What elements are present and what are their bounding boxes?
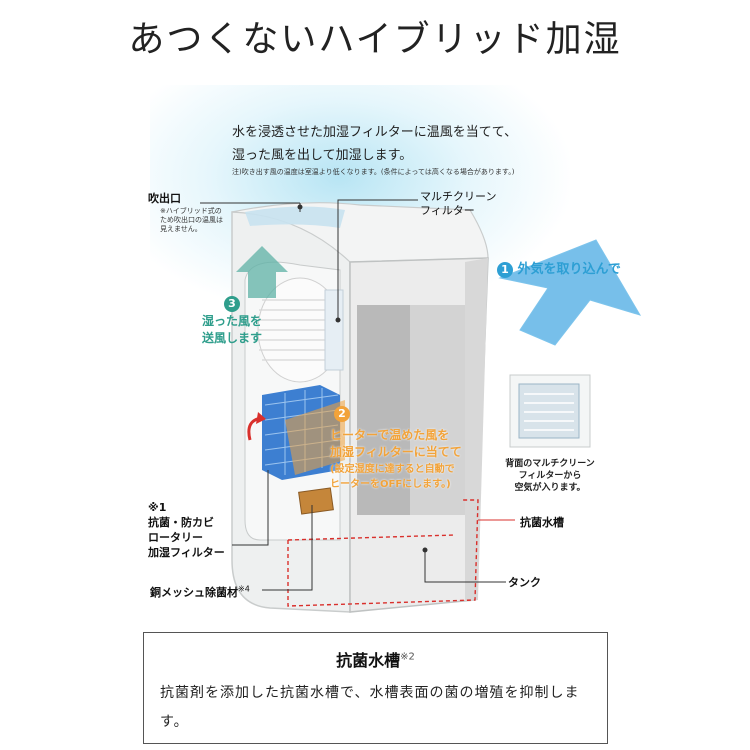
back-filter-line-2: フィルターから [518, 471, 582, 481]
step-1-text: 外気を取り込んで [517, 262, 621, 277]
step-2-line-2: 加湿フィルターに当てて [330, 445, 462, 459]
front-window [357, 305, 410, 515]
info-box-title-text: 抗菌水槽 [336, 651, 401, 670]
step-2: ヒーターで温めた風を 加湿フィルターに当てて (設定湿度に達すると自動で ヒータ… [330, 426, 462, 490]
step-1: 1 外気を取り込んで [497, 258, 621, 278]
rotary-line-2: ロータリー [148, 531, 203, 544]
antibac-info-box: 抗菌水槽※2 抗菌剤を添加した抗菌水槽で、水槽表面の菌の増殖を抑制します。 [143, 632, 608, 744]
info-box-body: 抗菌剤を添加した抗菌水槽で、水槽表面の菌の増殖を抑制します。 [160, 685, 580, 730]
step-3-number: 3 [224, 296, 240, 312]
back-filter-line-3: 空気が入ります。 [514, 483, 586, 493]
multi-filter-line-2: フィルター [420, 204, 475, 217]
step-3-line-1: 湿った風を [201, 314, 262, 328]
step-3-line-2: 送風します [201, 331, 262, 345]
page-title: あつくないハイブリッド加湿 [128, 19, 622, 60]
outlet-label: 吹出口 [148, 192, 181, 205]
back-filter-line-1: 背面のマルチクリーン [505, 459, 595, 469]
intro-line-2: 湿った風を出して加湿します。 [232, 148, 413, 163]
back-filter-caption: 背面のマルチクリーン フィルターから 空気が入ります。 [500, 458, 600, 494]
step-2-line-1: ヒーターで温めた風を [330, 428, 450, 442]
outlet-note-1: ※ハイブリッド式の [160, 207, 222, 215]
step-1-number: 1 [497, 262, 513, 278]
rotary-filter-label: ※1 抗菌・防カビ ロータリー 加湿フィルター [148, 500, 225, 560]
intro-line-1: 水を浸透させた加湿フィルターに温風を当てて、 [232, 125, 518, 140]
step-2-number: 2 [334, 406, 350, 422]
step-2-sub-1: (設定湿度に達すると自動で [330, 464, 455, 475]
antibac-tank-label: 抗菌水槽 [520, 516, 564, 529]
tank-label: タンク [508, 576, 541, 589]
rotary-line-1: 抗菌・防カビ [148, 516, 214, 529]
info-box-title: 抗菌水槽※2 [144, 647, 607, 671]
step-3: 3 湿った風を 送風します [197, 292, 267, 346]
rotary-line-3: 加湿フィルター [148, 546, 225, 559]
multi-filter-line-1: マルチクリーン [420, 190, 497, 203]
intro-note: 注)吹き出す風の温度は室温より低くなります。(条件によっては高くなる場合がありま… [232, 168, 515, 176]
outlet-note-3: 見えません。 [160, 225, 202, 233]
multi-filter-label: マルチクリーン フィルター [420, 190, 496, 218]
outlet-note: ※ハイブリッド式の ため吹出口の温風は 見えません。 [160, 207, 223, 234]
copper-mesh-label: 銅メッシュ除菌材※4 [150, 584, 250, 600]
outlet-note-2: ため吹出口の温風は [160, 216, 223, 224]
copper-ref: ※4 [238, 584, 250, 594]
step-2-sub-2: ヒーターをOFFにします。) [330, 479, 451, 490]
copper-text: 銅メッシュ除菌材 [150, 586, 238, 599]
rotary-ref: ※1 [148, 501, 167, 514]
info-box-title-ref: ※2 [400, 651, 415, 663]
